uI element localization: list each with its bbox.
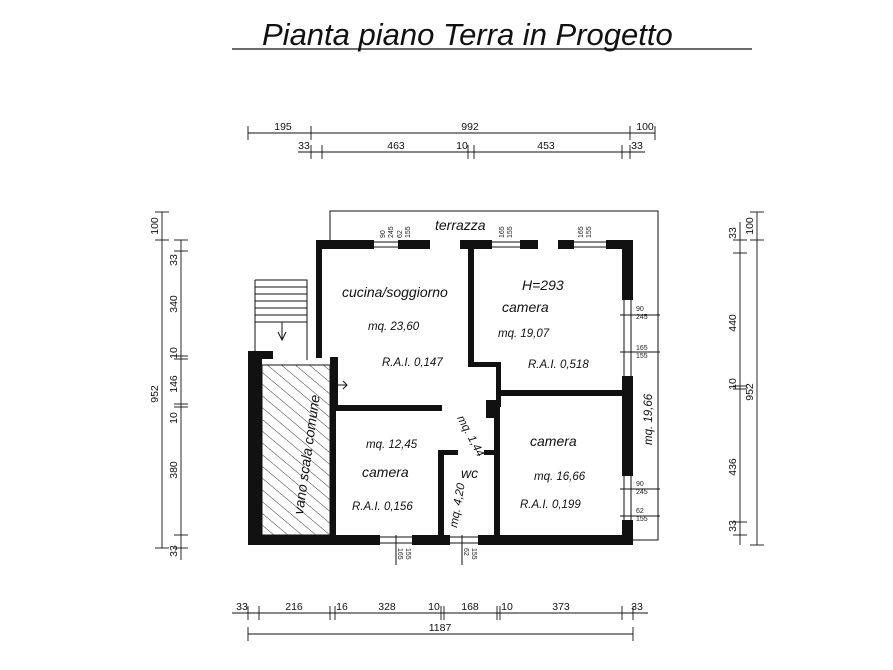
terrace-label: terrazza <box>435 217 486 233</box>
wc-name: wc <box>461 465 478 481</box>
wc-area: mq. 4,20 <box>448 482 468 529</box>
dim-top-992: 992 <box>461 121 479 133</box>
opening-top-4b: 155 <box>586 226 593 238</box>
opening-top-2a: 62 <box>397 230 404 238</box>
bedroom-se-name: camera <box>530 433 577 449</box>
stairwell <box>254 279 308 360</box>
dim-top2-33b: 33 <box>631 140 643 152</box>
dim-left2-33b: 33 <box>168 545 180 557</box>
bedroom-ne-area: mq. 19,07 <box>498 328 550 340</box>
room-hall: mq. 19,66 <box>643 393 655 445</box>
opening-right-1a: 90 <box>636 306 644 313</box>
opening-right-1b: 245 <box>636 314 648 321</box>
kitchen-rai: R.A.I. 0,147 <box>382 357 443 369</box>
opening-top-3a: 165 <box>499 226 506 238</box>
top-dimensions: 195 992 100 33 463 10 453 33 <box>247 121 656 159</box>
dim-right-436: 436 <box>727 458 739 476</box>
bedroom-se-rai: R.A.I. 0,199 <box>520 499 581 511</box>
kitchen-area: mq. 23,60 <box>368 321 420 333</box>
room-bedroom-se: camera mq. 16,66 R.A.I. 0,199 <box>520 433 586 511</box>
dim-right-440: 440 <box>727 314 739 332</box>
bedroom-sw-rai: R.A.I. 0,156 <box>352 501 413 513</box>
opening-bot-2a: 62 <box>462 548 469 556</box>
plan-title: Pianta piano Terra in Progetto <box>262 17 673 52</box>
kitchen-name: cucina/soggiorno <box>342 284 448 300</box>
opening-markers: 90 245 62 155 165 155 165 155 90 245 165… <box>380 226 660 565</box>
opening-right-3b: 245 <box>636 489 648 496</box>
dim-left-100: 100 <box>149 217 161 235</box>
opening-top-1b: 245 <box>388 226 395 238</box>
terrace-outline <box>329 210 659 541</box>
hall-area: mq. 19,66 <box>643 393 655 445</box>
opening-right-2b: 155 <box>636 353 648 360</box>
dim-bot-10a: 10 <box>428 601 440 613</box>
bedroom-ne-rai: R.A.I. 0,518 <box>528 359 589 371</box>
opening-top-4a: 165 <box>578 226 585 238</box>
height-label: H=293 <box>522 277 564 293</box>
opening-top-3b: 155 <box>507 226 514 238</box>
bedroom-sw-area: mq. 12,45 <box>366 439 418 451</box>
opening-bot-1a: 165 <box>396 548 403 560</box>
opening-bot-2b: 155 <box>470 548 477 560</box>
left-dimensions: 100 952 33 340 10 146 10 380 33 <box>149 211 188 560</box>
room-wc: wc mq. 4,20 <box>448 465 478 529</box>
dim-bot-373: 373 <box>552 601 570 613</box>
bedroom-se-area: mq. 16,66 <box>534 471 586 483</box>
room-kitchen: cucina/soggiorno mq. 23,60 R.A.I. 0,147 <box>342 284 448 369</box>
dim-bot-10b: 10 <box>501 601 513 613</box>
opening-right-3a: 90 <box>636 481 644 488</box>
dim-bot-33a: 33 <box>236 601 248 613</box>
dim-top2-453: 453 <box>537 140 555 152</box>
bedroom-ne-name: camera <box>502 299 549 315</box>
dim-top-195: 195 <box>274 121 292 133</box>
dim-left2-340: 340 <box>168 295 180 313</box>
dim-bot-328: 328 <box>378 601 396 613</box>
dim-left2-10a: 10 <box>168 347 180 359</box>
bottom-dimensions: 33 216 16 328 10 168 10 373 33 1187 <box>232 601 648 641</box>
opening-right-4b: 155 <box>636 516 648 523</box>
dim-left-952: 952 <box>149 385 161 403</box>
dim-top2-463: 463 <box>387 140 405 152</box>
dim-top2-10: 10 <box>456 140 468 152</box>
dim-bot-16: 16 <box>336 601 348 613</box>
dim-bot-168: 168 <box>461 601 479 613</box>
dim-right-100: 100 <box>744 217 756 235</box>
opening-bot-1b: 155 <box>404 548 411 560</box>
dim-right-952: 952 <box>744 383 756 401</box>
bedroom-sw-name: camera <box>362 464 409 480</box>
dim-right-33a: 33 <box>727 227 739 239</box>
dim-bot-33b: 33 <box>631 601 643 613</box>
dim-top2-33a: 33 <box>298 140 310 152</box>
opening-right-2a: 165 <box>636 345 648 352</box>
opening-top-1a: 90 <box>380 230 387 238</box>
dim-bot-1187: 1187 <box>429 622 452 634</box>
room-corridor: mq. 1,44 <box>454 414 486 459</box>
dim-top-100: 100 <box>636 121 654 133</box>
dim-left2-380: 380 <box>168 461 180 479</box>
stair-hatch-area <box>261 364 331 536</box>
corridor-area: mq. 1,44 <box>454 414 486 459</box>
opening-right-4a: 62 <box>636 508 644 515</box>
dim-right-33b: 33 <box>727 520 739 532</box>
openings <box>338 241 632 544</box>
room-bedroom-sw: mq. 12,45 camera R.A.I. 0,156 <box>352 439 418 513</box>
dim-bot-216: 216 <box>285 601 303 613</box>
walls <box>248 240 633 545</box>
room-bedroom-ne: H=293 camera mq. 19,07 R.A.I. 0,518 <box>498 277 589 371</box>
opening-top-2b: 155 <box>405 226 412 238</box>
right-dimensions: 33 440 10 436 33 100 952 <box>727 211 764 546</box>
dim-right-10: 10 <box>727 378 739 390</box>
dim-left2-146: 146 <box>168 375 180 393</box>
dim-left2-10b: 10 <box>168 412 180 424</box>
dim-left2-33a: 33 <box>168 254 180 266</box>
